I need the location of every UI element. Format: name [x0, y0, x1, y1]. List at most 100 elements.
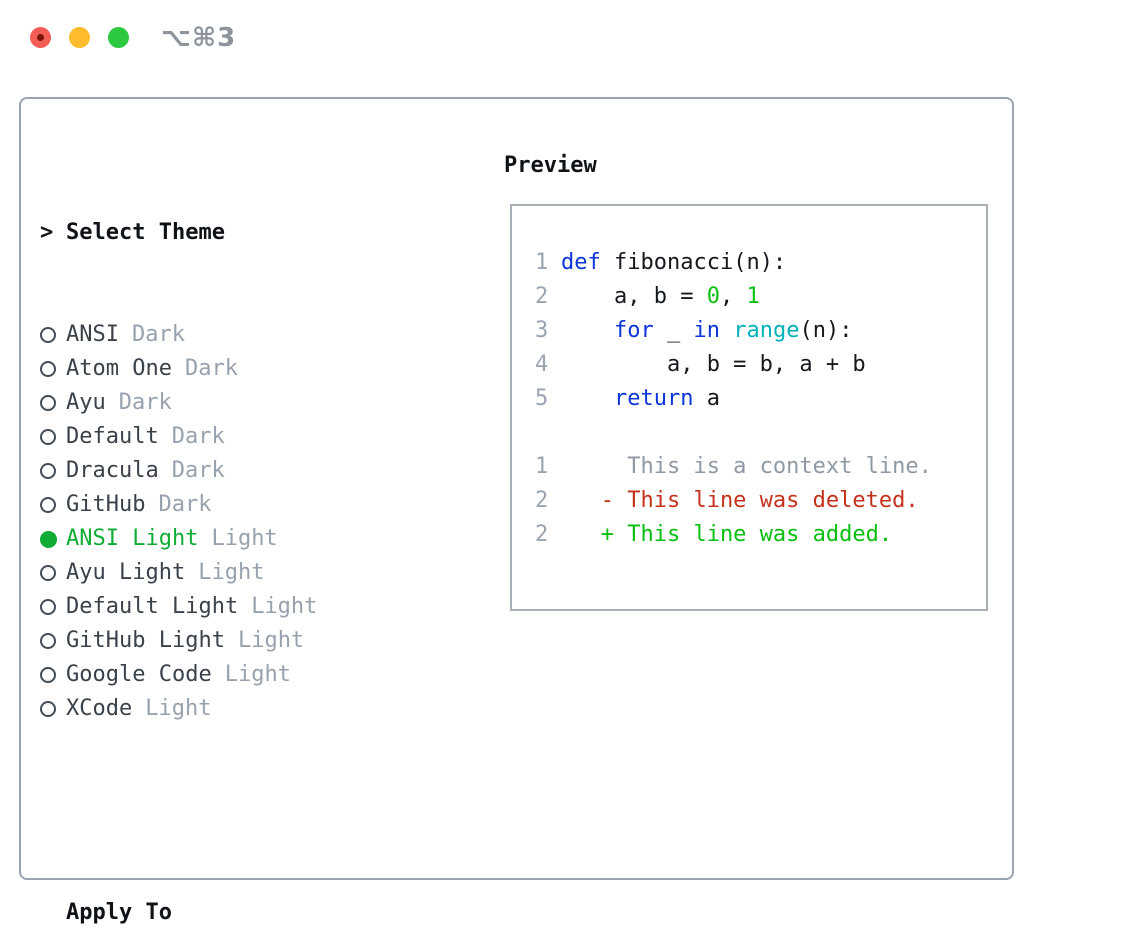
radio-icon [40, 327, 56, 343]
line-number: 1 [535, 250, 549, 275]
theme-option[interactable]: GitHub Light Light [40, 624, 411, 658]
line-number: 3 [535, 318, 549, 343]
option-variant-label: Dark [158, 492, 212, 517]
theme-option[interactable]: Ayu Light Light [40, 556, 411, 590]
code-line: 1 def fibonacci(n): [535, 246, 986, 280]
radio-icon [40, 429, 56, 445]
option-label: Google Code [66, 662, 212, 687]
code-line: 1 This is a context line. [535, 450, 986, 484]
option-variant-label: Dark [131, 322, 185, 347]
minimize-button-icon[interactable] [69, 27, 90, 48]
code-token: range [733, 318, 800, 343]
option-label: ANSI [66, 322, 119, 347]
code-token: fibonacci(n): [600, 250, 787, 275]
code-token: - This line was deleted. [561, 488, 919, 513]
option-label: GitHub [66, 492, 146, 517]
option-variant-label: Dark [118, 390, 172, 415]
prompt-caret-icon: > [40, 220, 54, 245]
option-label: Ayu Light [66, 560, 186, 585]
option-variant-label: Light [237, 628, 305, 653]
code-token: _ [653, 318, 694, 343]
radio-icon [40, 667, 56, 683]
close-button-icon[interactable] [30, 27, 51, 48]
radio-icon [40, 565, 56, 581]
window-shortcut-label: ⌥⌘3 [161, 22, 237, 53]
code-line: 2 + This line was added. [535, 518, 986, 552]
code-token: a, b = b, a + b [561, 352, 866, 377]
code-token [720, 318, 733, 343]
code-token: for [613, 318, 654, 343]
radio-icon [40, 701, 56, 717]
code-line: 3 for _ in range(n): [535, 314, 986, 348]
code-line: 2 a, b = 0, 1 [535, 280, 986, 314]
option-variant-label: Dark [171, 458, 225, 483]
code-token: , [719, 284, 747, 309]
radio-icon [40, 633, 56, 649]
theme-option[interactable]: ANSI Dark [40, 318, 411, 352]
radio-icon [40, 361, 56, 377]
radio-icon [40, 395, 56, 411]
theme-option[interactable]: Atom One Dark [40, 352, 411, 386]
code-token: 1 [746, 284, 760, 309]
code-token [561, 386, 614, 411]
code-line: 5 return a [535, 382, 986, 416]
line-number: 4 [535, 352, 549, 377]
theme-option[interactable]: Dracula Dark [40, 454, 411, 488]
zoom-button-icon[interactable] [108, 27, 129, 48]
code-token: + This line was added. [561, 522, 893, 547]
code-token [561, 318, 614, 343]
option-variant-label: Light [211, 526, 278, 551]
select-theme-title: Select Theme [66, 220, 225, 245]
option-label: Ayu [66, 390, 106, 415]
line-number: 2 [535, 284, 549, 309]
line-number: 5 [535, 386, 549, 411]
option-variant-label: Light [224, 662, 291, 687]
line-number: 1 [535, 454, 549, 479]
code-token: (n): [799, 318, 853, 343]
code-token: a, b = [561, 284, 707, 309]
theme-option[interactable]: Google Code Light [40, 658, 411, 692]
theme-option[interactable]: ANSI Light Light [40, 522, 411, 556]
spacer [40, 794, 411, 828]
code-line [535, 416, 986, 450]
radio-icon [40, 497, 56, 513]
option-label: GitHub Light [66, 628, 225, 653]
code-line: 2 - This line was deleted. [535, 484, 986, 518]
option-label: Default Light [66, 594, 239, 619]
option-variant-label: Light [251, 594, 318, 619]
option-label: Dracula [66, 458, 159, 483]
theme-option[interactable]: Default Light Light [40, 590, 411, 624]
option-variant-label: Dark [171, 424, 225, 449]
code-token: return [613, 386, 694, 411]
apply-to-header: Apply To [40, 896, 411, 930]
code-token: 0 [706, 284, 720, 309]
option-variant-label: Light [198, 560, 265, 585]
code-token: This is a context line. [561, 454, 932, 479]
option-label: Atom One [66, 356, 172, 381]
option-variant-label: Light [145, 696, 212, 721]
select-theme-header: > Select Theme [40, 216, 411, 250]
option-label: Default [66, 424, 159, 449]
code-token: a [693, 386, 720, 411]
line-number: 2 [535, 488, 549, 513]
theme-option[interactable]: Default Dark [40, 420, 411, 454]
preview-title: Preview [504, 152, 597, 178]
traffic-lights [30, 27, 129, 48]
option-variant-label: Dark [184, 356, 238, 381]
option-label: ANSI Light [66, 526, 199, 551]
radio-selected-icon [40, 530, 57, 548]
window-titlebar: ⌥⌘3 [0, 0, 1140, 75]
apply-to-title: Apply To [66, 900, 172, 925]
line-number: 2 [535, 522, 549, 547]
theme-option[interactable]: Ayu Dark [40, 386, 411, 420]
code-token: def [561, 250, 601, 275]
theme-option[interactable]: GitHub Dark [40, 488, 411, 522]
code-line: 4 a, b = b, a + b [535, 348, 986, 382]
